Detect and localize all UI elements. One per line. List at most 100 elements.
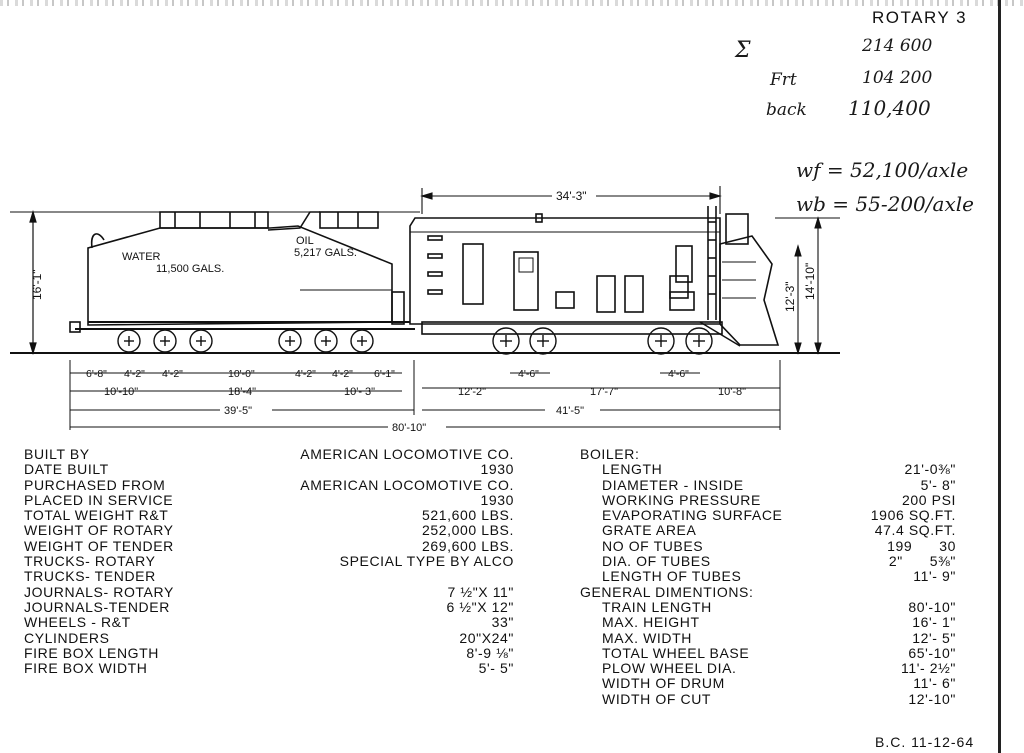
rotary-dim-3: 17'-7" [590, 386, 618, 398]
general-value: 80'-10" [908, 598, 956, 615]
tender-dim-row2-1: 10'-10" [104, 386, 138, 398]
general-value: 12'- 5" [912, 629, 956, 646]
boiler-label: WORKING PRESSURE [602, 491, 761, 508]
bottom-dimension-lines [69, 360, 781, 430]
tender-wheels [117, 329, 374, 353]
spec-label: PURCHASED FROM [24, 476, 166, 493]
general-label: MAX. WIDTH [602, 629, 692, 646]
handwritten-wf: wf = 52,100/axle [796, 158, 969, 182]
spec-value: 8'-9 ⅛" [466, 644, 514, 661]
spec-left-values: AMERICAN LOCOMOTIVE CO. 1930 AMERICAN LO… [240, 446, 514, 677]
boiler-value: 1906 SQ.FT. [870, 507, 956, 524]
tender-dim-row2-3: 10'- 3" [344, 386, 375, 398]
dim-row3: 39'-5" 41'-5" [224, 405, 584, 417]
rotary-truck-dim-rear: 4'-6" [668, 368, 689, 380]
rotary-truck-dims: 4'-6" 4'-6" [518, 368, 689, 380]
spec-value: 521,600 LBS. [421, 507, 514, 524]
dim-row2: 10'-10" 18'-4" 10'- 3" 12'-2" 17'-7" 10'… [104, 386, 746, 398]
tender-water-qty: 11,500 GALS. [156, 263, 224, 275]
rotary-dim-5: 10'-8" [718, 386, 746, 398]
spec-label: BUILT BY [24, 446, 90, 462]
boiler-heading: BOILER: [580, 446, 640, 462]
rotary-elevation-drawing: 16'-1" WATER 11,500 GALS. OIL 5,217 GALS… [10, 186, 840, 434]
rotary-dim-1: 12'-2" [458, 386, 486, 398]
spec-value: 5'- 5" [478, 660, 514, 677]
tender-water-label: WATER [122, 251, 161, 263]
spec-label: FIRE BOX LENGTH [24, 644, 160, 661]
boiler-label: LENGTH [602, 461, 663, 478]
spec-label: TRUCKS- TENDER [24, 568, 156, 585]
rotary-height-label: 14'-10" [803, 263, 817, 300]
tender-dim-3: 4'-2" [162, 368, 183, 380]
boiler-value: 21'-0⅜" [904, 461, 956, 478]
rotary-truck-dim-front: 4'-6" [518, 368, 539, 380]
handwritten-back: 110,400 [848, 96, 931, 120]
handwritten-front-label: Frt [770, 70, 797, 90]
spec-value: 33" [491, 614, 514, 631]
boiler-value: 47.4 SQ.FT. [874, 522, 956, 539]
handwritten-total: 214 600 [862, 36, 933, 56]
spec-value: 269,600 LBS. [421, 537, 514, 554]
tender-dim-row1: 6'-8" 4'-2" 4'-2" 10'-0" 4'-2" 4'-2" 6'-… [86, 368, 395, 380]
boiler-label: GRATE AREA [602, 522, 697, 539]
rotary-wheels [492, 327, 713, 355]
tender-oil-label: OIL [296, 235, 314, 247]
spec-value: AMERICAN LOCOMOTIVE CO. [300, 446, 514, 462]
tender-dim-2: 4'-2" [124, 368, 145, 380]
rotary-length-total-label: 41'-5" [556, 405, 584, 417]
rotary-length-dimension [420, 186, 722, 214]
handwritten-wb: wb = 55-200/axle [796, 192, 974, 216]
rotary-body [409, 206, 723, 335]
spec-label: WEIGHT OF TENDER [24, 537, 174, 554]
spec-value: 1930 [480, 461, 514, 478]
spec-label: JOURNALS-TENDER [24, 598, 170, 615]
general-value: 65'-10" [908, 644, 956, 661]
general-value: 16'- 1" [912, 614, 956, 631]
general-label: PLOW WHEEL DIA. [602, 660, 737, 677]
spec-label: WEIGHT OF ROTARY [24, 522, 174, 539]
spec-value: 252,000 LBS. [421, 522, 514, 539]
rotary-length-label: 34'-3" [556, 189, 587, 203]
boiler-label: LENGTH OF TUBES [602, 568, 742, 585]
spec-value: AMERICAN LOCOMOTIVE CO. [300, 476, 514, 493]
rotary-plow [699, 213, 780, 347]
spec-label: DATE BUILT [24, 461, 109, 478]
scan-edge [0, 0, 1024, 6]
sheet-title: ROTARY 3 [872, 8, 968, 27]
spec-label: CYLINDERS [24, 629, 110, 646]
boiler-label: EVAPORATING SURFACE [602, 507, 783, 524]
rotary-body-height-label: 12'-3" [783, 281, 797, 312]
handwritten-back-label: back [766, 100, 807, 120]
general-label: WIDTH OF CUT [602, 690, 712, 707]
spec-value: SPECIAL TYPE BY ALCO [339, 553, 514, 570]
tender-dim-6: 4'-2" [332, 368, 353, 380]
tender-dim-row2-2: 18'-4" [228, 386, 256, 398]
boiler-value: 200 PSI [901, 491, 956, 508]
spec-value: 20"X24" [459, 629, 514, 646]
boiler-label: DIAMETER - INSIDE [602, 476, 744, 493]
boiler-value: 11'- 9" [913, 568, 956, 585]
spec-right-labels: BOILER: LENGTH DIAMETER - INSIDE WORKING… [580, 446, 783, 707]
rotary-height-dimensions [775, 216, 840, 355]
tender-dim-7: 6'-1" [374, 368, 395, 380]
spec-value: 7 ½"X 11" [447, 583, 514, 600]
overall-length-label: 80'-10" [392, 422, 426, 434]
boiler-heading-spacer [800, 447, 956, 462]
spec-label: TOTAL WEIGHT R&T [24, 507, 169, 524]
general-label: WIDTH OF DRUM [602, 675, 725, 692]
boiler-label: NO OF TUBES [602, 537, 704, 554]
tender [69, 211, 415, 333]
general-heading: GENERAL DIMENTIONS: [580, 583, 754, 600]
spec-label: PLACED IN SERVICE [24, 491, 174, 508]
spec-label: TRUCKS- ROTARY [24, 553, 156, 570]
spec-left-labels: BUILT BY DATE BUILT PURCHASED FROM PLACE… [24, 446, 174, 676]
boiler-value: 199 30 [887, 537, 956, 554]
general-heading-spacer [800, 585, 956, 600]
spec-right-values: 21'-0⅜" 5'- 8" 200 PSI 1906 SQ.FT. 47.4 … [800, 447, 956, 707]
handwritten-sigma: Σ [735, 38, 751, 63]
tender-dim-5: 4'-2" [295, 368, 316, 380]
general-label: MAX. HEIGHT [602, 614, 700, 631]
handwritten-front: 104 200 [862, 68, 933, 88]
tender-length-label: 39'-5" [224, 405, 252, 417]
